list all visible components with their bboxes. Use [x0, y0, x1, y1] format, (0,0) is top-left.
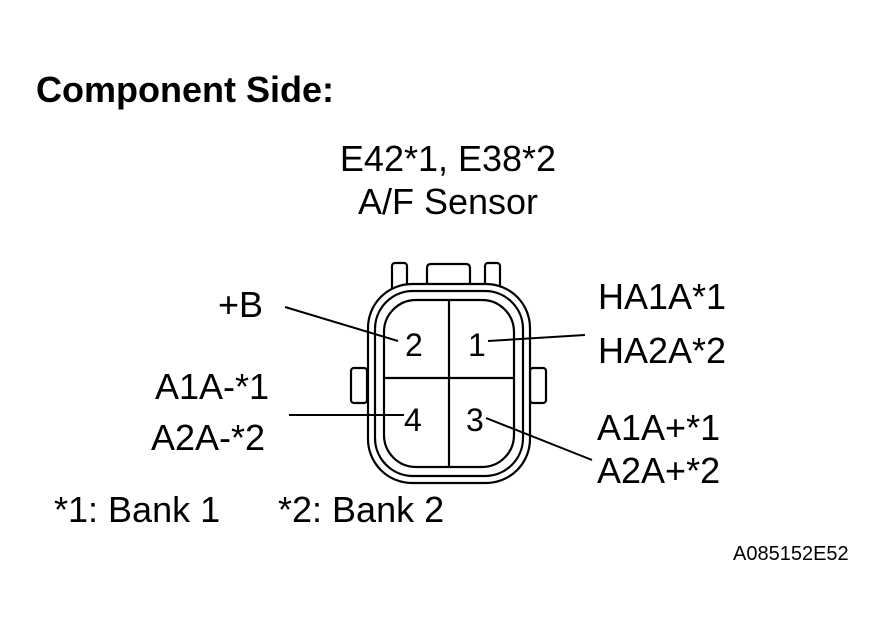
figure-id: A085152E52: [733, 543, 849, 565]
left-side-tab: [349, 366, 369, 405]
label-a1a-plus: A1A+*1: [597, 407, 721, 448]
leader-a1a-plus: [485, 417, 593, 461]
connector-body: [349, 261, 548, 485]
pin-4: 4: [404, 402, 422, 438]
label-a2a-minus: A2A-*2: [151, 417, 266, 458]
footnote-bank1: *1: Bank 1: [54, 489, 221, 530]
pin-1: 1: [468, 327, 486, 363]
pin-3: 3: [466, 402, 484, 438]
footnote-bank2: *2: Bank 2: [278, 489, 445, 530]
right-side-tab: [528, 366, 548, 405]
label-a2a-plus: A2A+*2: [597, 450, 721, 491]
label-ha2a: HA2A*2: [598, 330, 727, 371]
label-ha1a: HA1A*1: [598, 276, 727, 317]
label-plus-b: +B: [218, 284, 264, 325]
leader-plus-b: [284, 306, 399, 342]
connector-code: E42*1, E38*2: [339, 138, 557, 179]
pin-2: 2: [405, 327, 423, 363]
middle-housing: [373, 289, 525, 478]
connector-name: A/F Sensor: [357, 181, 539, 222]
leader-ha1a: [487, 334, 586, 342]
label-a1a-minus: A1A-*1: [155, 366, 270, 407]
component-side-heading: Component Side:: [36, 69, 334, 110]
top-key: [425, 262, 472, 286]
